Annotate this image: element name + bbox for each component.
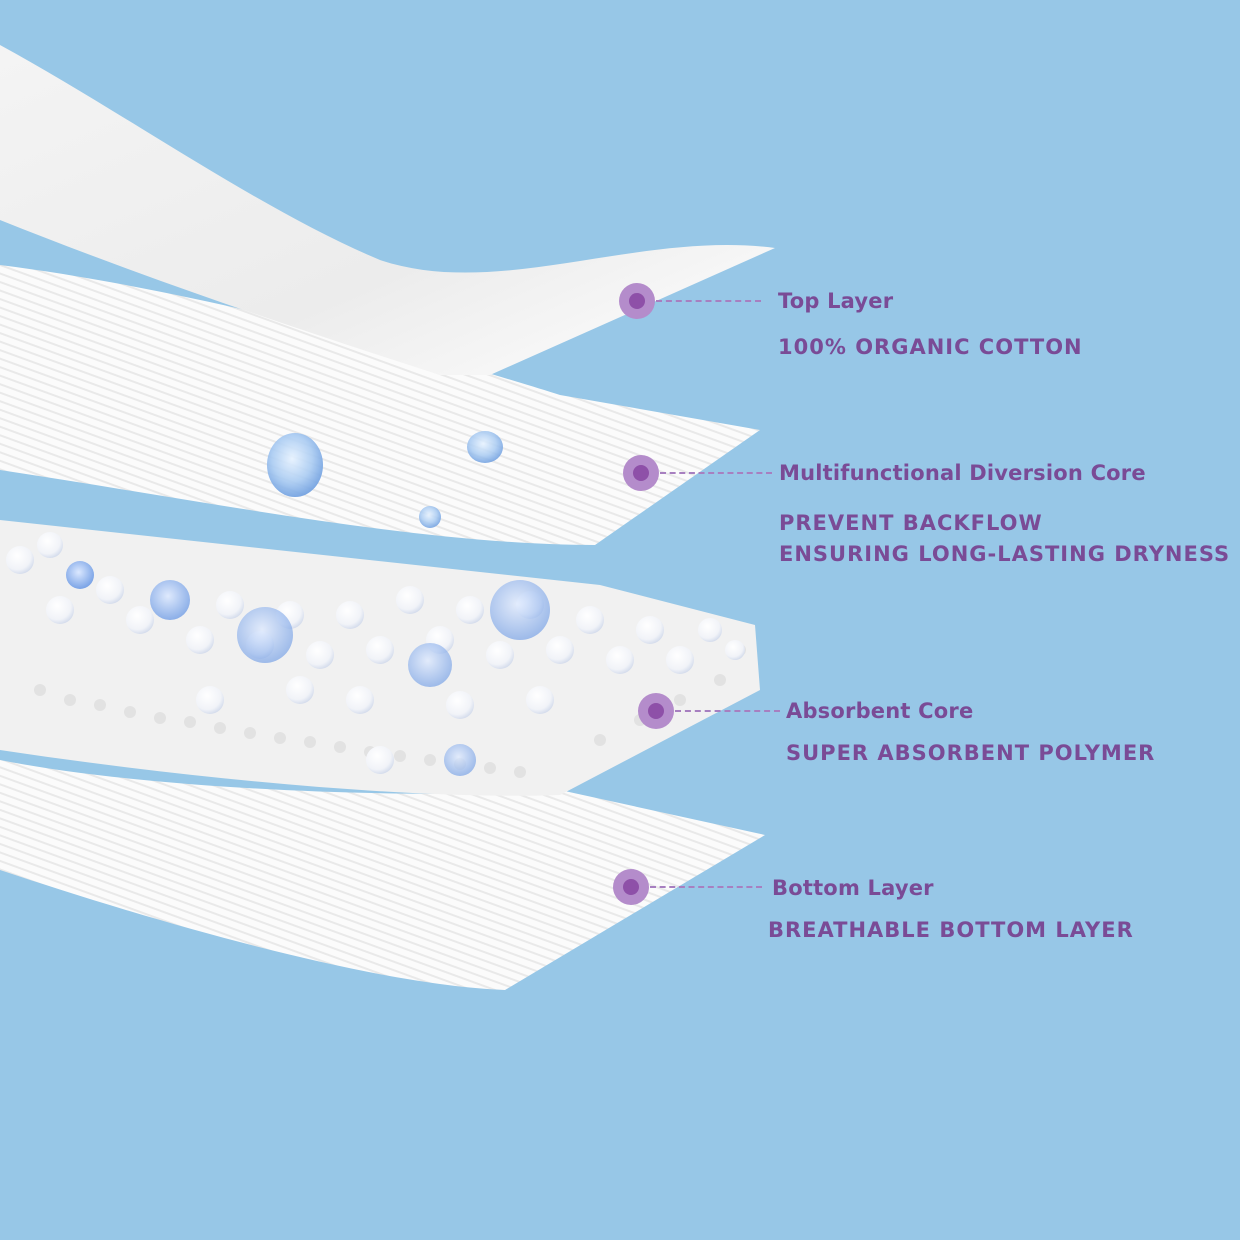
absorbent-core-title: Absorbent Core: [786, 699, 974, 723]
top-layer-description: 100% ORGANIC COTTON: [778, 335, 1083, 359]
absorbent-core-description: SUPER ABSORBENT POLYMER: [786, 741, 1156, 765]
bottom-layer-title: Bottom Layer: [772, 876, 934, 900]
water-droplets: [267, 431, 503, 528]
absorbent-core-leader-line: [675, 710, 780, 712]
top-layer-marker-icon: [619, 283, 655, 319]
diversion-core-description-line-2: ENSURING LONG-LASTING DRYNESS: [779, 542, 1231, 566]
diversion-core-leader-line: [660, 472, 772, 474]
absorbent-core-marker-icon: [638, 693, 674, 729]
diversion-core-description-line-1: PREVENT BACKFLOW: [779, 511, 1043, 535]
diversion-core-marker-icon: [623, 455, 659, 491]
absorbent-polymer-beads: [6, 532, 745, 776]
diversion-core-title: Multifunctional Diversion Core: [779, 461, 1146, 485]
top-layer-title: Top Layer: [778, 289, 894, 313]
top-sheet: [0, 45, 775, 375]
bottom-layer-leader-line: [650, 886, 762, 888]
top-layer-leader-line: [656, 300, 761, 302]
bottom-sheet: [0, 760, 765, 990]
bottom-layer-description: BREATHABLE BOTTOM LAYER: [768, 918, 1134, 942]
bottom-layer-marker-icon: [613, 869, 649, 905]
diversion-core-sheet: [0, 265, 760, 545]
